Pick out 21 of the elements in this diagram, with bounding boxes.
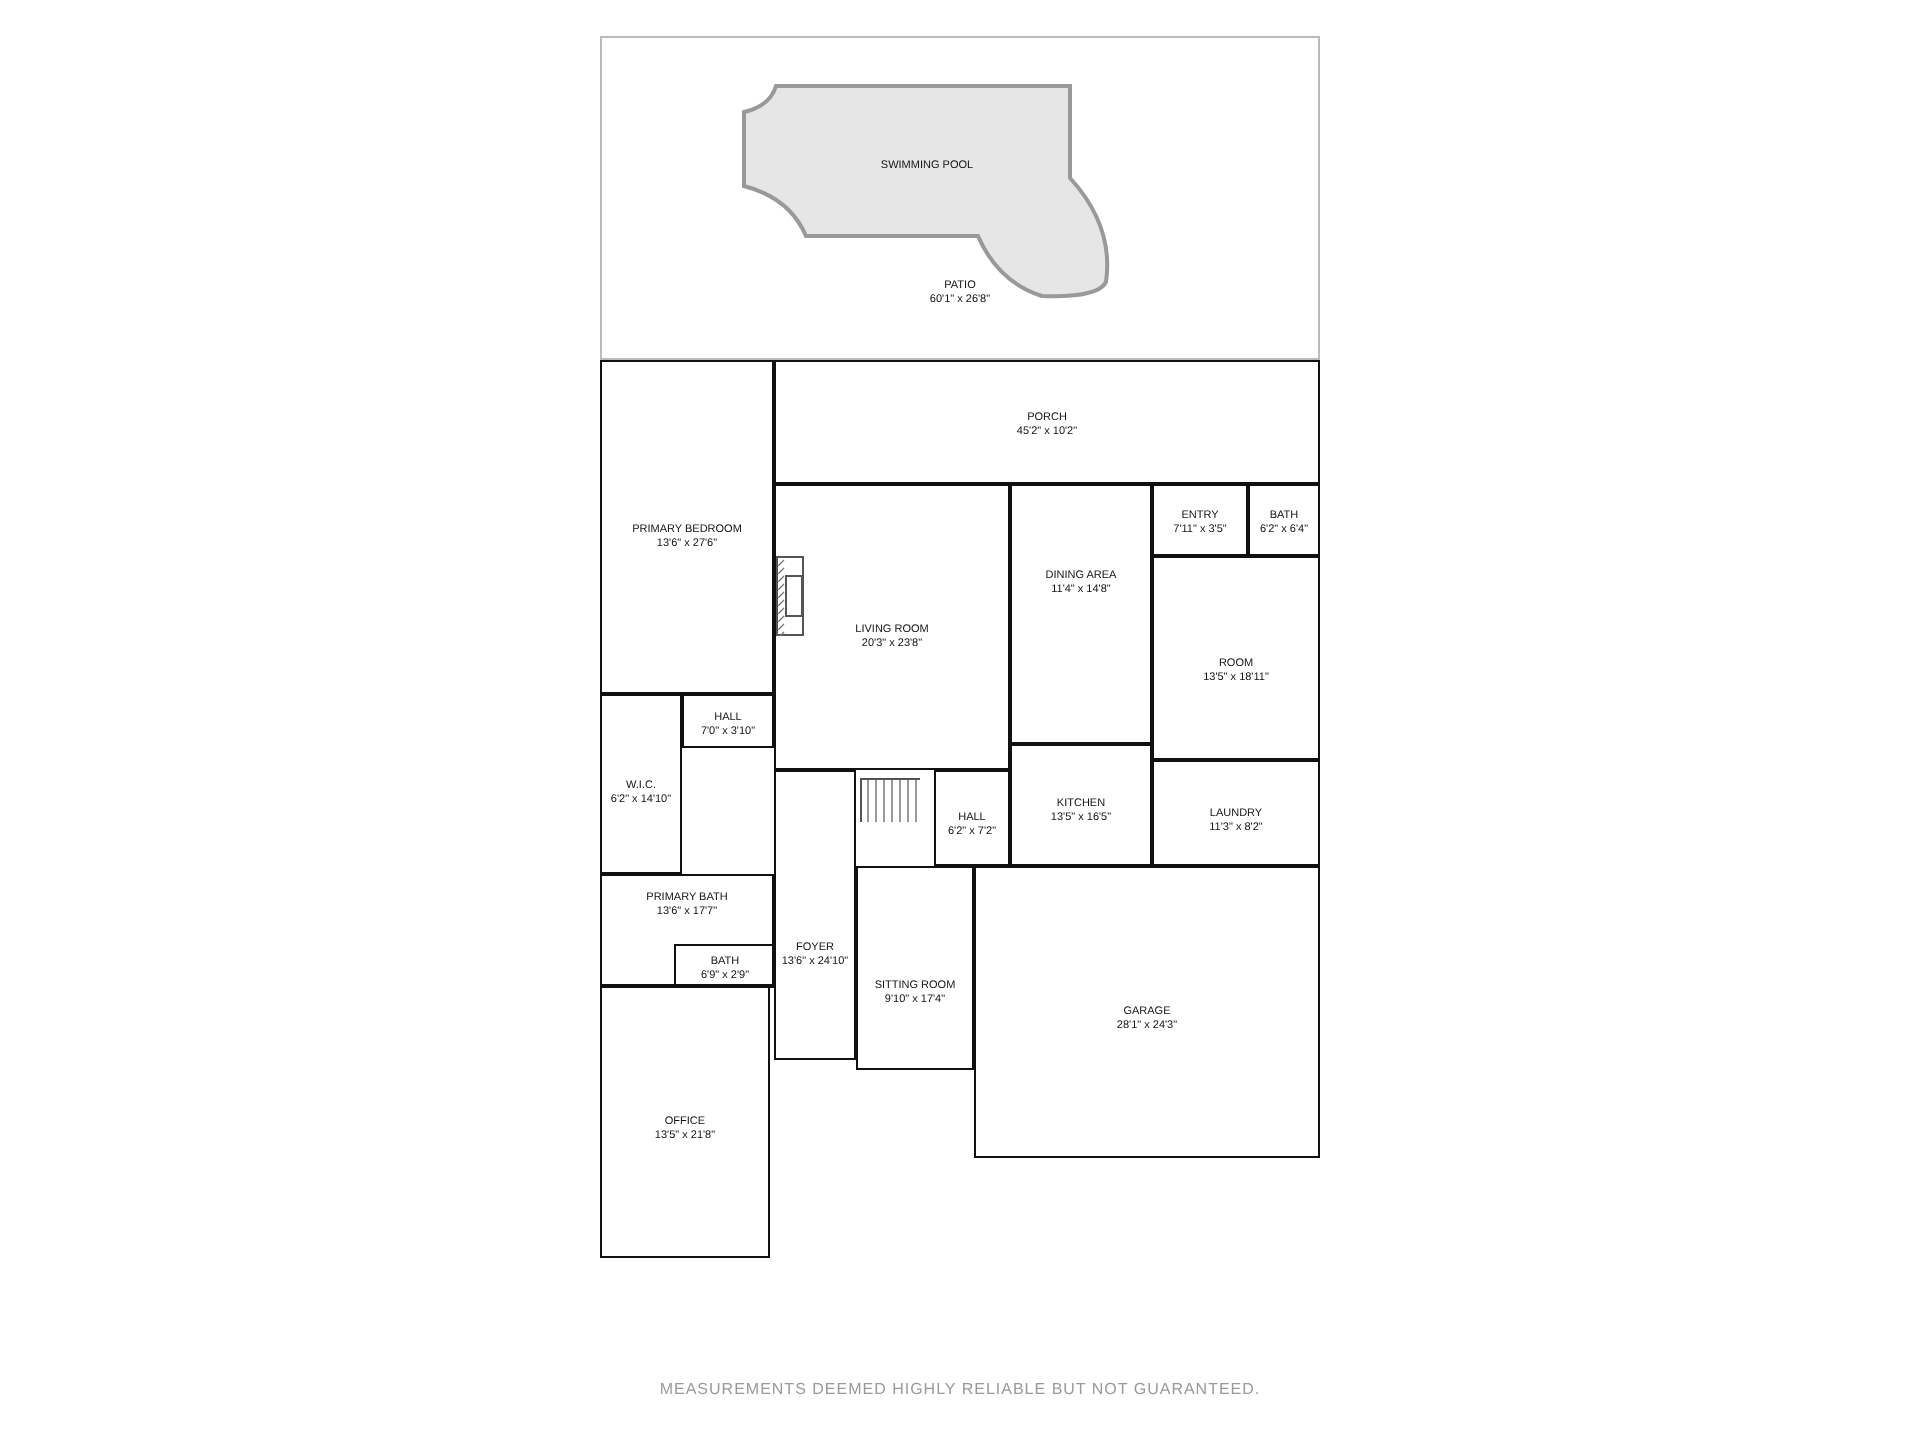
room xyxy=(1010,744,1152,866)
room xyxy=(600,360,774,694)
room xyxy=(600,694,682,874)
room xyxy=(600,874,774,986)
room xyxy=(974,866,1320,1158)
room xyxy=(774,770,856,1060)
room xyxy=(1152,760,1320,866)
room xyxy=(774,360,1320,484)
disclaimer-note: MEASUREMENTS DEEMED HIGHLY RELIABLE BUT NOT GUARANTEED. xyxy=(657,1380,1263,1398)
room xyxy=(934,770,1010,866)
room xyxy=(600,986,770,1258)
patio-area xyxy=(600,36,1320,360)
room xyxy=(682,694,774,748)
room xyxy=(1010,484,1152,744)
room xyxy=(1152,484,1248,556)
room xyxy=(1152,556,1320,760)
swimming-pool xyxy=(742,82,1112,302)
room xyxy=(774,484,1010,770)
room xyxy=(1248,484,1320,556)
room xyxy=(856,866,974,1070)
room xyxy=(674,944,776,988)
